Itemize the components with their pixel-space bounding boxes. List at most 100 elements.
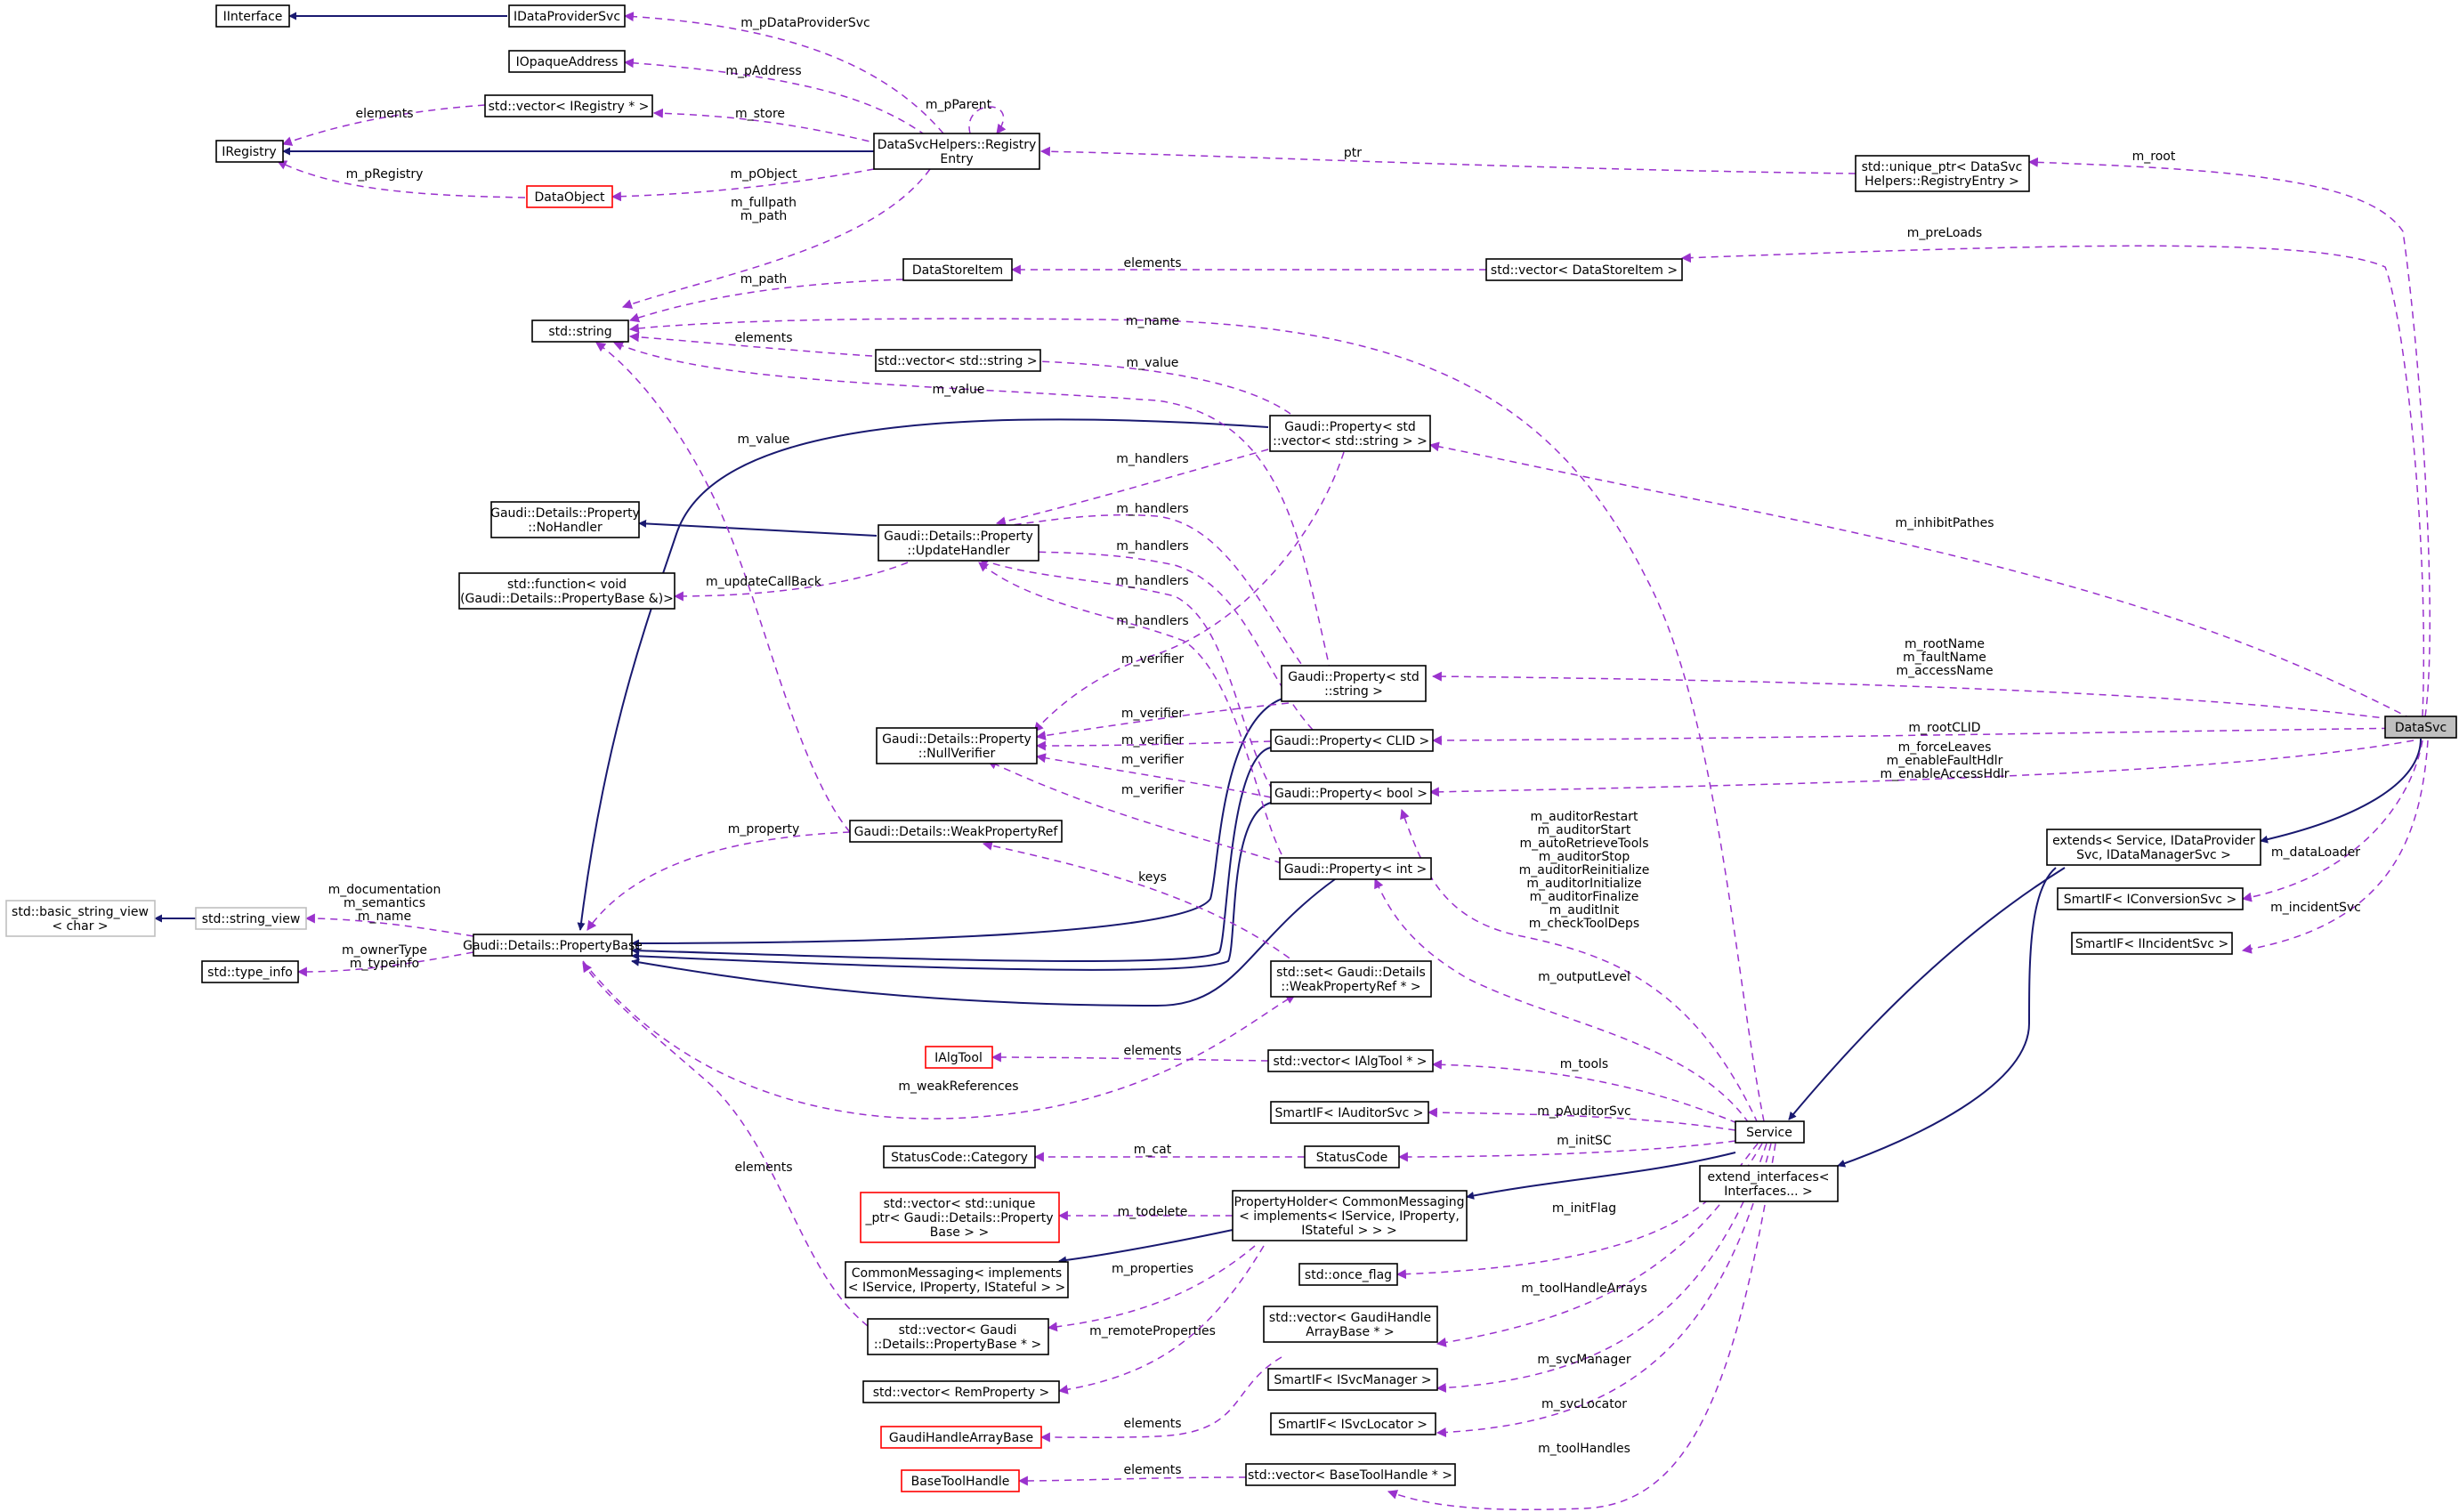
text-line: m_semantics (344, 896, 425, 910)
node-updatehandler[interactable]: Gaudi::Details::Property::UpdateHandler (878, 524, 1039, 562)
edge-m-pparent (968, 106, 1007, 134)
node-statuscode[interactable]: StatusCode (1304, 1145, 1400, 1168)
edge-m-initflag (1395, 1143, 1759, 1280)
node-vector-remproperty[interactable]: std::vector< RemProperty > (862, 1380, 1060, 1403)
node-smartif-conversion[interactable]: SmartIF< IConversionSvc > (2057, 887, 2244, 910)
edge-m-outputlevel (1374, 878, 1750, 1124)
label-m-property: m_property (728, 822, 800, 837)
edge-m-toolhandles (1387, 1143, 1776, 1511)
label-m-path-item: m_path (740, 272, 787, 287)
node-nullverifier[interactable]: Gaudi::Details::Property::NullVerifier (876, 727, 1038, 764)
text-line: m_outputLevel (1538, 970, 1630, 984)
label-elements-bth: elements (1123, 1463, 1181, 1477)
node-weakpropertyref[interactable]: Gaudi::Details::WeakPropertyRef (849, 820, 1063, 843)
node-vector-iregistry[interactable]: std::vector< IRegistry * > (484, 94, 653, 117)
edge-elements-string (628, 332, 873, 357)
node-gaudihandlearraybase[interactable]: GaudiHandleArrayBase (880, 1426, 1042, 1449)
node-std-function[interactable]: std::function< void(Gaudi::Details::Prop… (458, 572, 675, 610)
node-string-view[interactable]: std::string_view (195, 907, 307, 930)
node-once-flag[interactable]: std::once_flag (1298, 1263, 1398, 1286)
text-line: m_value (933, 383, 985, 397)
text-line: std::vector< std::unique (884, 1197, 1036, 1211)
node-vector-string[interactable]: std::vector< std::string > (875, 349, 1041, 372)
label-m-handlers-1: m_handlers (1116, 452, 1188, 466)
text-line: elements (734, 1160, 792, 1175)
node-vector-basetoolhandle[interactable]: std::vector< BaseToolHandle * > (1245, 1463, 1456, 1486)
node-prop-clid[interactable]: Gaudi::Property< CLID > (1270, 729, 1434, 752)
node-type-info[interactable]: std::type_info (201, 960, 299, 983)
edge-m-verifier-1 (1033, 451, 1345, 732)
svg-text:std::vector< std::unique_ptr<: std::vector< std::unique_ptr< Gaudi::Det… (864, 1197, 1053, 1240)
node-iinterface[interactable]: IInterface (215, 4, 290, 28)
node-std-string[interactable]: std::string (531, 319, 629, 343)
label-elements-datastoreitem: elements (1123, 256, 1181, 271)
text-line: keys (1138, 870, 1167, 885)
edge-m-name (628, 318, 1765, 1122)
edge-prop-bool-propertybase (631, 802, 1272, 971)
text-line: m_handlers (1116, 574, 1188, 588)
node-prop-bool[interactable]: Gaudi::Property< bool > (1270, 781, 1432, 805)
text-line: m_properties (1112, 1262, 1193, 1276)
node-prop-vector-string[interactable]: Gaudi::Property< std::vector< std::strin… (1269, 415, 1431, 452)
node-propertyholder[interactable]: PropertyHolder< CommonMessaging< impleme… (1232, 1190, 1468, 1241)
node-idataprovidersvc[interactable]: IDataProviderSvc (508, 4, 626, 28)
node-iopaqueaddress[interactable]: IOpaqueAddress (508, 50, 626, 73)
text-line: ptr (1344, 146, 1362, 160)
node-nohandler[interactable]: Gaudi::Details::Property::NoHandler (490, 501, 640, 538)
edge-m-pauditorsvc (1427, 1107, 1736, 1131)
svg-text:std::unique_ptr< DataSvcHelper: std::unique_ptr< DataSvcHelpers::Registr… (1862, 160, 2023, 189)
node-basic-string-view[interactable]: std::basic_string_view< char > (5, 900, 156, 937)
text-line: m_handlers (1116, 614, 1188, 628)
node-datasvc[interactable]: DataSvc (2384, 716, 2457, 739)
node-dataobject[interactable]: DataObject (526, 185, 613, 208)
text-line: m_pRegistry (346, 167, 424, 182)
node-propertybase[interactable]: Gaudi::Details::PropertyBase (463, 934, 643, 957)
edge-prop-vector-string-propertybase (577, 418, 1269, 931)
node-ialgtool[interactable]: IAlgTool (925, 1046, 993, 1069)
usage-edges (277, 12, 2431, 1511)
node-datastoreitem[interactable]: DataStoreItem (902, 258, 1013, 281)
node-set-weakref[interactable]: std::set< Gaudi::Details::WeakPropertyRe… (1270, 960, 1432, 998)
node-commonmessaging[interactable]: CommonMessaging< implements< IService, I… (845, 1261, 1069, 1298)
node-vector-datastoreitem[interactable]: std::vector< DataStoreItem > (1485, 258, 1683, 281)
node-smartif-auditor[interactable]: SmartIF< IAuditorSvc > (1270, 1101, 1429, 1124)
label-m-toolhandlearrays: m_toolHandleArrays (1521, 1282, 1647, 1296)
node-vector-propertybase[interactable]: std::vector< Gaudi::Details::PropertyBas… (867, 1318, 1049, 1355)
node-vector-unique-ptr[interactable]: std::vector< std::unique_ptr< Gaudi::Det… (860, 1192, 1060, 1243)
label-elements-pb: elements (734, 1160, 792, 1175)
text-line: SmartIF< IIncidentSvc > (2075, 937, 2228, 951)
node-smartif-svclocator[interactable]: SmartIF< ISvcLocator > (1270, 1412, 1436, 1435)
node-smartif-svcmanager[interactable]: SmartIF< ISvcManager > (1267, 1368, 1438, 1391)
edge-elements-ialgtool (991, 1052, 1269, 1063)
edge-m-preloads (1680, 245, 2425, 717)
node-iregistry[interactable]: IRegistry (215, 140, 284, 163)
node-statuscode-category[interactable]: StatusCode::Category (883, 1145, 1036, 1168)
text-line: std::unique_ptr< DataSvc (1862, 160, 2023, 174)
node-prop-int[interactable]: Gaudi::Property< int > (1279, 857, 1432, 880)
node-basetoolhandle[interactable]: BaseToolHandle (901, 1469, 1020, 1492)
edge-m-verifier-2 (1035, 702, 1290, 740)
node-prop-string[interactable]: Gaudi::Property< std::string > (1281, 665, 1427, 702)
text-line: m_ownerType (342, 943, 427, 958)
text-line: ::Details::PropertyBase * > (874, 1338, 1041, 1352)
edge-m-initsc (1397, 1140, 1736, 1162)
text-line: DataObject (534, 190, 605, 205)
label-m-handlers-4: m_handlers (1116, 574, 1188, 588)
node-vector-ialgtool[interactable]: std::vector< IAlgTool * > (1267, 1049, 1434, 1072)
node-extend-interfaces[interactable]: extend_interfaces<Interfaces... > (1699, 1165, 1839, 1202)
label-m-rootclid: m_rootCLID (1908, 721, 1980, 735)
edge-m-property (586, 831, 851, 931)
edge-m-handlers-3 (986, 546, 1314, 731)
label-elements-iregistry: elements (355, 107, 413, 121)
node-smartif-incident[interactable]: SmartIF< IIncidentSvc > (2071, 932, 2233, 955)
edge-m-value-weak (595, 342, 851, 833)
text-line: m_name (358, 910, 411, 924)
svg-text:IAlgTool: IAlgTool (934, 1051, 983, 1065)
node-service[interactable]: Service (1735, 1120, 1805, 1144)
